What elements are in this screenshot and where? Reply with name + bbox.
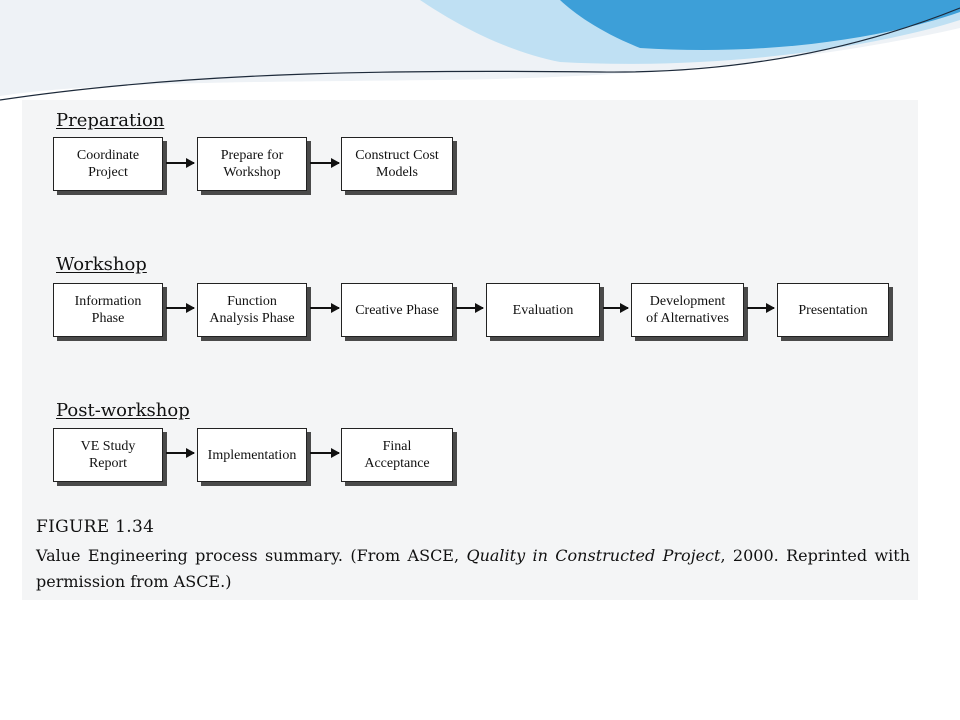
arrow-prep-1 <box>166 158 195 168</box>
arrow-workshop-3 <box>456 303 484 313</box>
arrow-workshop-4 <box>603 303 629 313</box>
step-construct-cost-models: Construct Cost Models <box>341 137 453 191</box>
section-title-preparation: Preparation <box>56 110 165 131</box>
step-prepare-for-workshop: Prepare for Workshop <box>197 137 307 191</box>
step-implementation: Implementation <box>197 428 307 482</box>
arrow-prep-2 <box>310 158 340 168</box>
figure-number: FIGURE 1.34 <box>36 517 155 537</box>
step-ve-study-report: VE Study Report <box>53 428 163 482</box>
value-engineering-figure <box>22 100 918 600</box>
header-swoosh-decoration <box>0 0 960 101</box>
section-title-workshop: Workshop <box>56 254 147 275</box>
section-title-post-workshop: Post-workshop <box>56 400 190 421</box>
step-final-acceptance: Final Acceptance <box>341 428 453 482</box>
caption-source-title: Quality in Constructed Project <box>466 546 721 565</box>
step-information-phase: Information Phase <box>53 283 163 337</box>
arrow-workshop-2 <box>310 303 340 313</box>
step-coordinate-project: Coordinate Project <box>53 137 163 191</box>
arrow-workshop-5 <box>747 303 775 313</box>
figure-caption: Value Engineering process summary. (From… <box>36 543 910 595</box>
step-creative-phase: Creative Phase <box>341 283 453 337</box>
arrow-workshop-1 <box>166 303 195 313</box>
step-function-analysis-phase: Function Analysis Phase <box>197 283 307 337</box>
step-development-of-alternatives: Development of Alternatives <box>631 283 744 337</box>
step-presentation: Presentation <box>777 283 889 337</box>
arrow-post-2 <box>310 448 340 458</box>
caption-text-before: Value Engineering process summary. (From… <box>36 546 467 565</box>
arrow-post-1 <box>166 448 195 458</box>
step-evaluation: Evaluation <box>486 283 600 337</box>
caption-text-after: , 2000. Reprinted with permission from A… <box>36 546 910 591</box>
